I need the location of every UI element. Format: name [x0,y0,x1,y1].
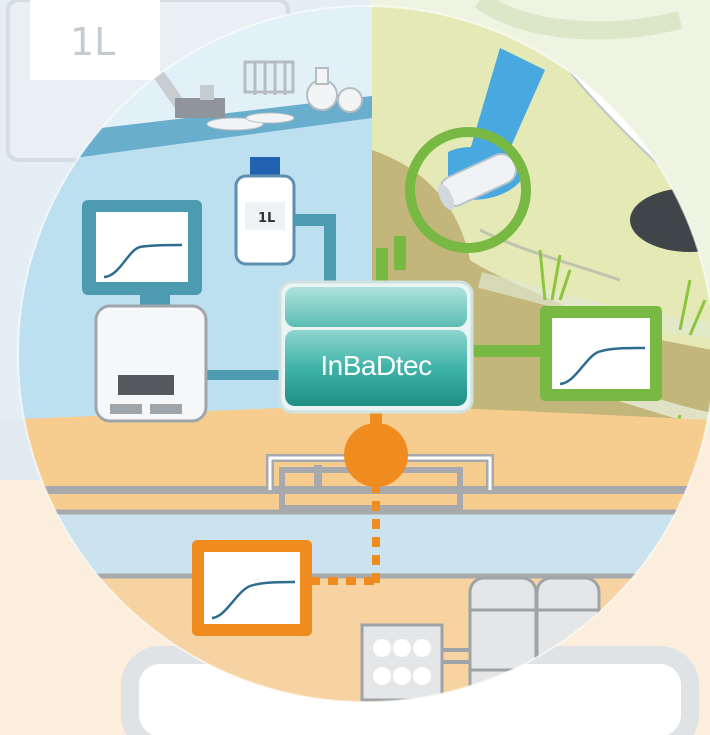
environment-monitor-icon [540,306,662,401]
magnifier-icon [405,127,531,253]
background-bottle-label: 1L [70,20,115,64]
valve-icon [344,423,408,487]
scene-circle-outline [17,5,710,703]
industry-monitor-icon [192,540,312,636]
inbadtec-device: InBaDtec [278,280,474,414]
lab-monitor-icon [82,200,202,295]
filter-unit-icon [360,623,444,702]
lab-growth-curve [103,243,183,279]
environment-growth-curve [559,346,646,386]
device-label: InBaDtec [320,350,432,381]
bottle-label: 1L [258,211,275,226]
bottle-icon: 1L [234,157,336,290]
industry-growth-curve [211,580,296,620]
